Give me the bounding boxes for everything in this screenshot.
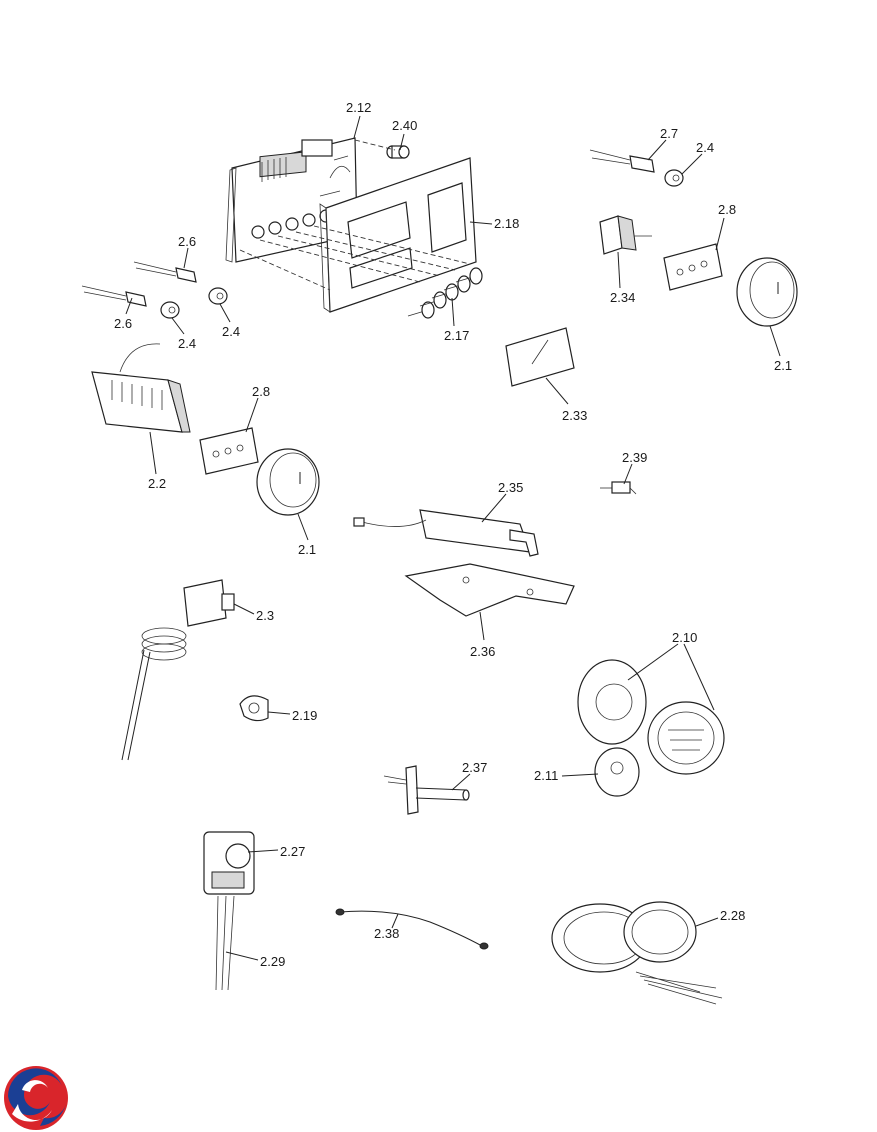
label-2-4-a: 2.4 [696, 140, 714, 155]
part-2-2-selector-switch [91, 343, 191, 433]
label-2-11: 2.11 [534, 768, 558, 783]
part-2-11-lamp-bulb [594, 747, 640, 797]
part-2-35-lock-mechanism [353, 509, 539, 557]
part-2-40-spacer [386, 145, 410, 159]
part-2-34-rotary-switch [599, 215, 652, 255]
part-2-19-clip [239, 695, 269, 722]
part-2-36-mounting-plate [404, 563, 575, 617]
part-2-37-sensor-probe [383, 765, 470, 815]
label-2-40: 2.40 [392, 118, 417, 133]
label-2-28: 2.28 [720, 908, 745, 923]
label-2-4-b: 2.4 [178, 336, 196, 351]
label-2-38: 2.38 [374, 926, 399, 941]
label-2-29: 2.29 [260, 954, 285, 969]
label-2-18: 2.18 [494, 216, 519, 231]
part-2-3-thermostat [121, 579, 235, 761]
leader-lines [125, 115, 781, 961]
label-2-35: 2.35 [498, 480, 523, 495]
label-2-39: 2.39 [622, 450, 647, 465]
label-2-3: 2.3 [256, 608, 274, 623]
part-2-10-lamp-housing [577, 659, 725, 775]
label-2-7: 2.7 [660, 126, 678, 141]
part-2-8-plate-b [199, 427, 259, 475]
label-2-2: 2.2 [148, 476, 166, 491]
part-2-27-motor [203, 831, 255, 895]
part-labels: 2.12 2.40 2.18 2.17 2.7 2.4 2.8 2.34 2.1… [114, 100, 792, 969]
label-2-6-a: 2.6 [178, 234, 196, 249]
part-2-7-indicator-lamp [589, 149, 655, 173]
part-2-17-push-buttons [407, 267, 483, 319]
part-2-6-lamp-a [81, 285, 147, 307]
part-2-33-glass-panel [505, 327, 575, 387]
part-2-39-fuse [600, 481, 637, 495]
label-2-8-a: 2.8 [718, 202, 736, 217]
part-2-29-cable [215, 895, 235, 991]
label-2-19: 2.19 [292, 708, 317, 723]
label-2-1-a: 2.1 [774, 358, 792, 373]
part-2-12-control-board [225, 137, 358, 263]
part-2-4-lamp-holder-c [208, 287, 228, 305]
brand-logo-icon [4, 1066, 68, 1130]
part-2-4-lamp-holder-a [664, 169, 684, 187]
label-2-27: 2.27 [280, 844, 305, 859]
part-2-4-lamp-holder-b [160, 301, 180, 319]
part-2-18-front-frame [239, 139, 477, 313]
label-2-34: 2.34 [610, 290, 635, 305]
part-2-1-knob-b [256, 448, 320, 516]
label-2-6-b: 2.6 [114, 316, 132, 331]
label-2-36: 2.36 [470, 644, 495, 659]
part-2-8-plate-a [663, 243, 723, 291]
part-2-6-lamp-b [133, 261, 197, 283]
label-2-10: 2.10 [672, 630, 697, 645]
label-2-4-c: 2.4 [222, 324, 240, 339]
label-2-1-b: 2.1 [298, 542, 316, 557]
label-2-8-b: 2.8 [252, 384, 270, 399]
label-2-33: 2.33 [562, 408, 587, 423]
part-2-1-knob-a [736, 257, 798, 327]
part-2-28-heating-element [551, 901, 723, 1005]
label-2-17: 2.17 [444, 328, 469, 343]
label-2-12: 2.12 [346, 100, 371, 115]
label-2-37: 2.37 [462, 760, 487, 775]
part-2-38-cable [335, 908, 489, 950]
